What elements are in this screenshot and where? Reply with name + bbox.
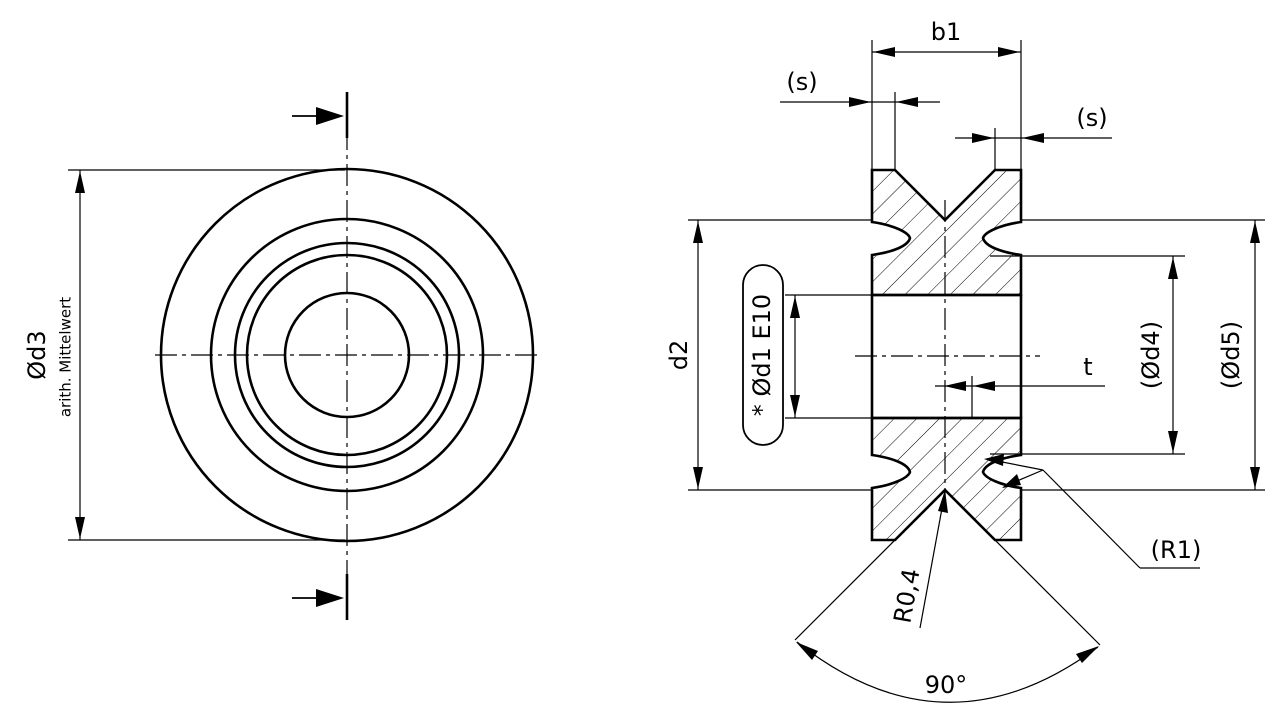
d3-dimension: Ød3 arith. Mittelwert	[23, 169, 345, 541]
t-dimension: t	[935, 353, 1105, 418]
t-label: t	[1083, 353, 1092, 381]
dim-arrow-icon	[1250, 467, 1260, 489]
d1-dimension: * Ød1 E10	[742, 264, 872, 446]
upper-section-body	[870, 168, 1023, 297]
b1-dimension: b1	[871, 18, 1022, 170]
b1-label: b1	[931, 18, 962, 46]
r04-label: R0,4	[888, 566, 925, 625]
section-arrow-bottom-icon	[316, 589, 344, 607]
d5-label: (Ød5)	[1217, 321, 1245, 389]
dim-arrow-icon	[896, 97, 918, 107]
d2-label: d2	[665, 340, 693, 371]
angle-label: 90°	[925, 671, 968, 699]
dim-arrow-icon	[1076, 646, 1099, 663]
d2-dimension: d2	[665, 219, 872, 491]
dim-arrow-icon	[1168, 257, 1178, 279]
s-right-label: (s)	[1076, 104, 1107, 132]
leader-arrow-icon	[984, 454, 1004, 466]
dim-arrow-icon	[944, 381, 966, 391]
d3-label: Ød3	[23, 330, 51, 379]
dim-arrow-icon	[796, 642, 818, 660]
dim-arrow-icon	[75, 171, 85, 193]
dim-arrow-icon	[998, 47, 1020, 57]
dim-arrow-icon	[1250, 221, 1260, 243]
front-view: Ød3 arith. Mittelwert	[23, 92, 540, 620]
bore-tolerance-frame	[742, 264, 784, 446]
leader-arrow-icon	[1002, 474, 1021, 488]
s-left-dimension: (s)	[780, 68, 940, 170]
dim-arrow-icon	[972, 133, 994, 143]
dim-arrow-icon	[790, 296, 800, 318]
section-mark-top	[292, 92, 349, 138]
d3-note: arith. Mittelwert	[57, 297, 75, 417]
d4-label: (Ød4)	[1137, 321, 1165, 389]
dim-arrow-icon	[75, 517, 85, 539]
r1-label: (R1)	[1151, 536, 1202, 564]
dim-arrow-icon	[1168, 431, 1178, 453]
dim-arrow-icon	[873, 47, 895, 57]
dim-arrow-icon	[849, 97, 871, 107]
dim-arrow-icon	[973, 381, 995, 391]
d4-dimension: (Ød4)	[990, 255, 1185, 455]
r1-leader: (R1)	[984, 454, 1202, 569]
dim-arrow-icon	[693, 467, 703, 489]
dim-arrow-icon	[1022, 133, 1044, 143]
angle-dimension: 90°	[794, 489, 1101, 703]
s-left-label: (s)	[786, 68, 817, 96]
d5-dimension: (Ød5)	[1021, 219, 1265, 491]
d1-label: * Ød1 E10	[748, 294, 776, 416]
section-mark-bottom	[292, 574, 349, 620]
section-arrow-top-icon	[316, 107, 344, 125]
lower-section-body	[870, 416, 1023, 542]
section-view: b1 (s) (s) d2	[665, 18, 1265, 703]
dim-arrow-icon	[693, 221, 703, 243]
dim-arrow-icon	[790, 395, 800, 417]
leader-arrow-icon	[938, 490, 948, 513]
s-right-dimension: (s)	[955, 104, 1112, 170]
